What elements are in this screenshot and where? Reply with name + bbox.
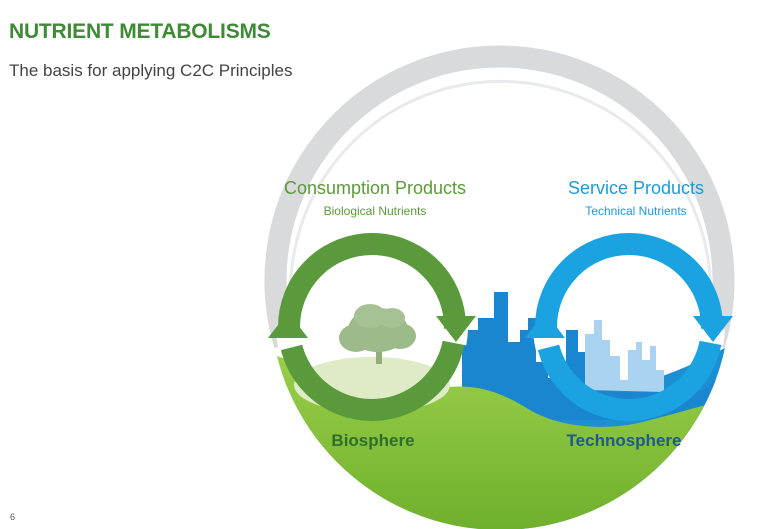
- technosphere-label: Technosphere: [566, 431, 682, 450]
- biosphere-label: Biosphere: [331, 431, 415, 450]
- biological-arrow-down-icon: [436, 316, 476, 342]
- biological-nutrients-label: Biological Nutrients: [323, 204, 427, 218]
- biological-arrow-up-icon: [268, 312, 308, 338]
- tree-icon: [339, 304, 416, 364]
- technical-arrow-down-icon: [693, 316, 733, 342]
- technical-nutrients-label: Technical Nutrients: [585, 204, 687, 218]
- ground-disc: [270, 292, 730, 529]
- technical-arrow-up-icon: [525, 312, 565, 338]
- page-title: NUTRIENT METABOLISMS: [9, 20, 271, 43]
- outer-loop-arc: [264, 45, 735, 349]
- consumption-products-label: Consumption Products: [283, 178, 467, 198]
- service-products-label: Service Products: [567, 178, 705, 198]
- city-skyline-icon: [462, 292, 730, 420]
- page-subtitle: The basis for applying C2C Principles: [9, 61, 293, 80]
- page-number: 6: [10, 512, 16, 522]
